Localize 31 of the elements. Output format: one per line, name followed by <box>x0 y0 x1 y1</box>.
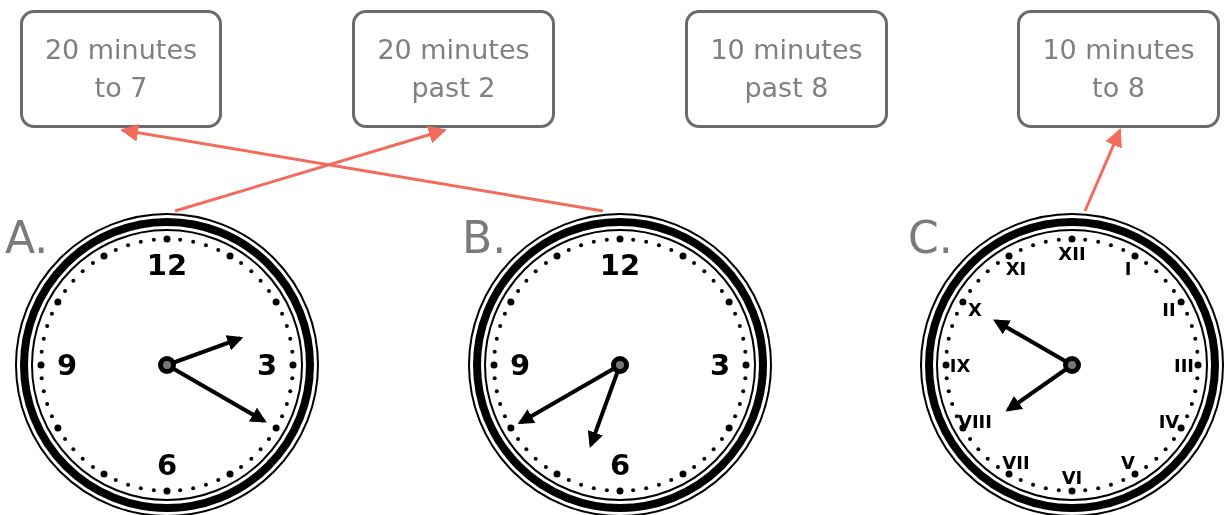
clock-numeral: I <box>1124 257 1132 279</box>
clock-numeral: VIII <box>958 410 992 432</box>
clock-numeral: XI <box>1005 257 1027 279</box>
answer-box: 10 minutes to 8 <box>1017 10 1220 128</box>
clock-numeral: IV <box>1158 410 1180 432</box>
clock-numeral: II <box>1162 298 1176 320</box>
clock-numeral: 6 <box>609 448 631 482</box>
arrow <box>120 123 604 213</box>
clock-numeral: 3 <box>256 348 278 382</box>
clock-numeral: V <box>1121 451 1135 473</box>
clock-numeral: X <box>968 298 982 320</box>
clock-numeral: IX <box>949 354 971 376</box>
arrow <box>1083 128 1122 212</box>
clock-numeral: 6 <box>156 448 178 482</box>
clock-drawing <box>466 211 774 515</box>
clock-numeral: XII <box>1058 242 1086 264</box>
clock-numeral: 9 <box>56 348 78 382</box>
clock-numeral: III <box>1173 354 1195 376</box>
clock-numeral: 12 <box>146 248 188 282</box>
clock-numeral: 9 <box>509 348 531 382</box>
clock-numeral: VII <box>1002 451 1030 473</box>
answer-box: 20 minutes past 2 <box>352 10 555 128</box>
clock-numeral: 3 <box>709 348 731 382</box>
answer-box: 10 minutes past 8 <box>685 10 888 128</box>
clock-letter: A. <box>5 215 49 261</box>
clock-letter: B. <box>462 215 507 261</box>
arrow <box>174 126 447 213</box>
clock-letter: C. <box>908 215 953 261</box>
clock-numeral: VI <box>1061 466 1083 488</box>
answer-box: 20 minutes to 7 <box>20 10 222 128</box>
clock-numeral: 12 <box>599 248 641 282</box>
